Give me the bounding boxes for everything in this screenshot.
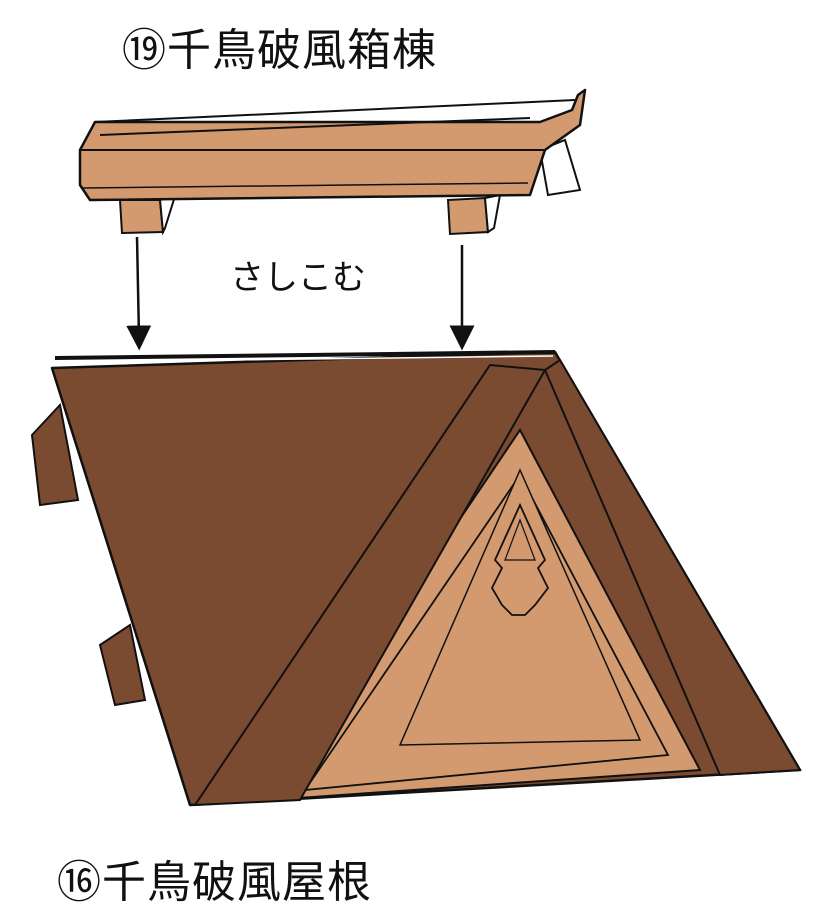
chidori-hafu-roof bbox=[30, 350, 802, 807]
ridge-top-edge bbox=[80, 99, 576, 151]
roof-ridge-edge bbox=[54, 350, 556, 360]
gegyo-ornament-inner bbox=[504, 518, 536, 561]
ridge-end-cap bbox=[538, 138, 582, 197]
barge-board-right bbox=[543, 358, 802, 777]
insert-arrow-left bbox=[126, 236, 152, 351]
ridge-foot-right bbox=[446, 196, 490, 236]
roof-ridge-highlight bbox=[57, 355, 554, 363]
barge-board-left bbox=[193, 363, 547, 807]
insert-instruction-label: さしこむ bbox=[230, 258, 366, 298]
ridge-foot-left bbox=[118, 199, 165, 235]
hakomune-ridge-box bbox=[78, 88, 587, 236]
ridge-body bbox=[78, 88, 587, 202]
ridge-foot-right-side bbox=[483, 193, 502, 234]
roof-side-block-upper bbox=[30, 402, 80, 507]
roof-lower-edge bbox=[51, 367, 191, 806]
hakomune-title: ⑲千鳥破風箱棟 bbox=[122, 25, 437, 76]
roof-side-block-lower bbox=[98, 623, 147, 707]
roof-title: ⑯千鳥破風屋根 bbox=[57, 857, 372, 908]
ridge-bottom-edge bbox=[81, 182, 529, 189]
ridge-foot-left-side bbox=[158, 194, 177, 236]
